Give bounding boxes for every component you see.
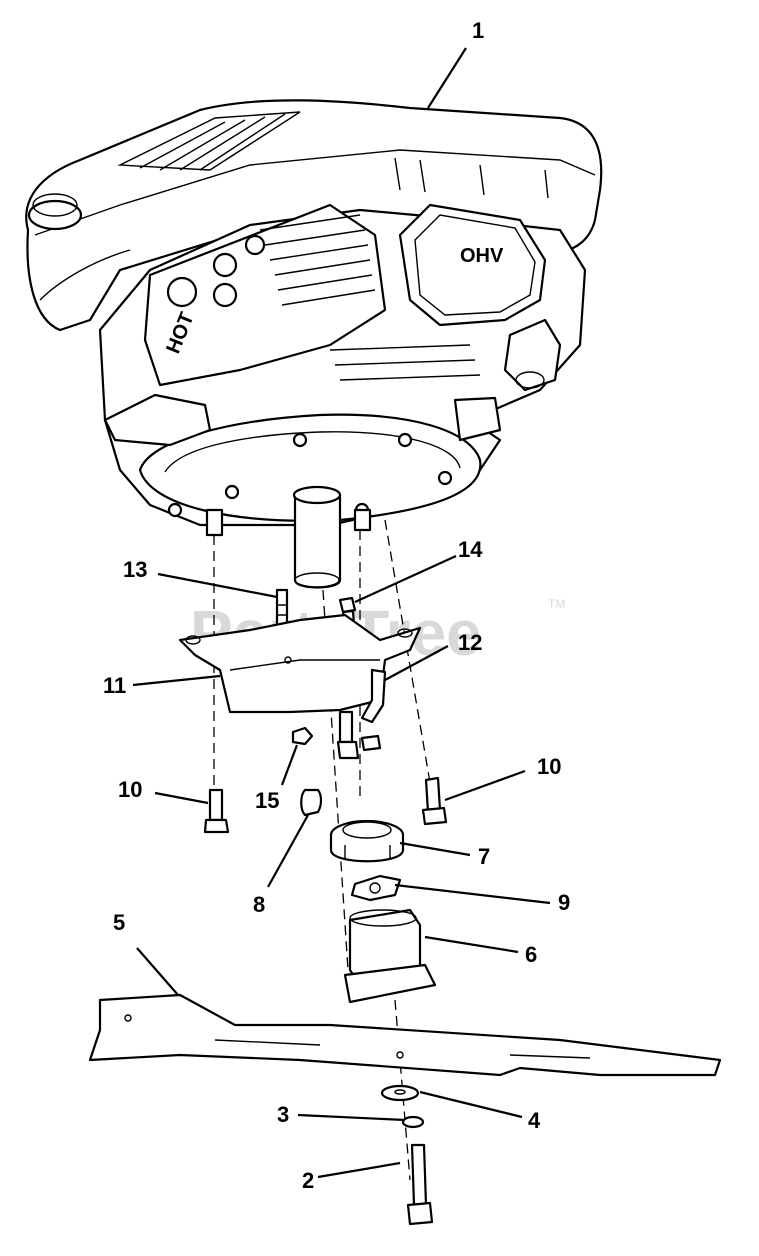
part-12-clip[interactable] [360, 668, 387, 724]
callout-12[interactable]: 12 [458, 630, 482, 655]
callout-6[interactable]: 6 [525, 942, 537, 967]
callout-10b[interactable]: 10 [537, 754, 561, 779]
callout-3[interactable]: 3 [277, 1102, 289, 1127]
callout-11[interactable]: 11 [103, 673, 126, 698]
callout-14[interactable]: 14 [458, 537, 483, 562]
ohv-label: OHV [460, 245, 504, 267]
callout-13[interactable]: 13 [123, 557, 147, 582]
part-4-washer[interactable] [380, 1084, 420, 1102]
part-15-nut[interactable] [291, 710, 382, 760]
callouts: 1 2 3 4 5 6 7 8 9 10 10 11 12 13 14 15 [103, 18, 570, 1193]
callout-5[interactable]: 5 [113, 910, 125, 935]
part-3-lockwasher[interactable] [401, 1115, 425, 1129]
callout-2[interactable]: 2 [302, 1168, 314, 1193]
callout-15[interactable]: 15 [255, 788, 279, 813]
part-8-key[interactable] [300, 788, 323, 817]
part-6-adapter-block[interactable] [343, 908, 437, 1004]
callout-10a[interactable]: 10 [118, 777, 142, 802]
part-9-plate[interactable] [350, 874, 402, 902]
part-10-bolt-left[interactable] [203, 788, 230, 834]
part-5-blade[interactable] [88, 993, 722, 1077]
part-11-shield[interactable] [178, 613, 422, 714]
engine[interactable]: HOT OHV [25, 99, 603, 589]
leader-lines [132, 47, 551, 1179]
callout-8[interactable]: 8 [253, 892, 265, 917]
part-2-bolt[interactable] [406, 1143, 434, 1226]
callout-7[interactable]: 7 [478, 844, 490, 869]
callout-1[interactable]: 1 [472, 18, 484, 43]
watermark-tm: TM [548, 597, 565, 611]
callout-4[interactable]: 4 [528, 1108, 541, 1133]
callout-9[interactable]: 9 [558, 890, 570, 915]
part-7-adapter[interactable] [329, 819, 405, 863]
part-10-bolt-right[interactable] [421, 776, 448, 826]
